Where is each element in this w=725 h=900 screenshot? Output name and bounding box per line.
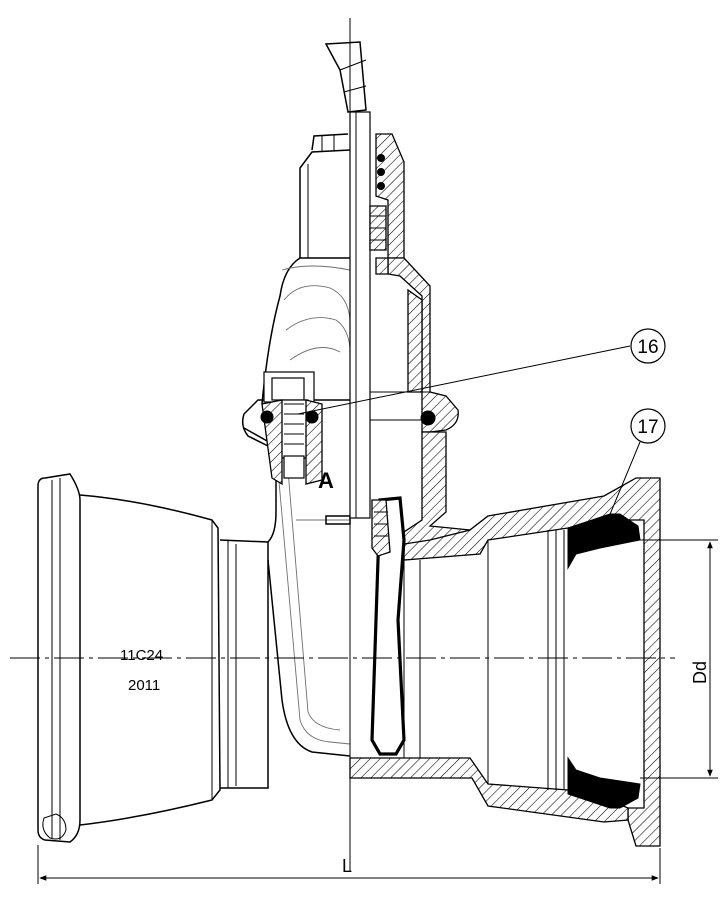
left-socket-outline — [37, 473, 269, 843]
body-marking-line2: 2011 — [128, 677, 160, 694]
socket-gasket — [567, 513, 641, 809]
wedge-section — [370, 496, 406, 756]
callout-17: 17 — [605, 408, 666, 525]
dimension-length-label: L — [342, 856, 352, 876]
body-marking-line1: 11C24 — [120, 647, 163, 664]
callout-16: 16 — [297, 328, 666, 415]
body-section — [349, 431, 661, 847]
left-body-outline — [241, 133, 351, 757]
bonnet-bolt: A — [260, 371, 334, 493]
dimension-socket-diameter-label: Dd — [690, 661, 710, 684]
stem — [324, 41, 371, 519]
callout-17-label: 17 — [637, 417, 658, 438]
dimension-length: L — [37, 845, 661, 884]
casting-letter: A — [318, 468, 334, 493]
bonnet-section — [369, 133, 459, 433]
dimension-socket-diameter: Dd — [640, 539, 718, 779]
callout-16-label: 16 — [637, 337, 658, 358]
